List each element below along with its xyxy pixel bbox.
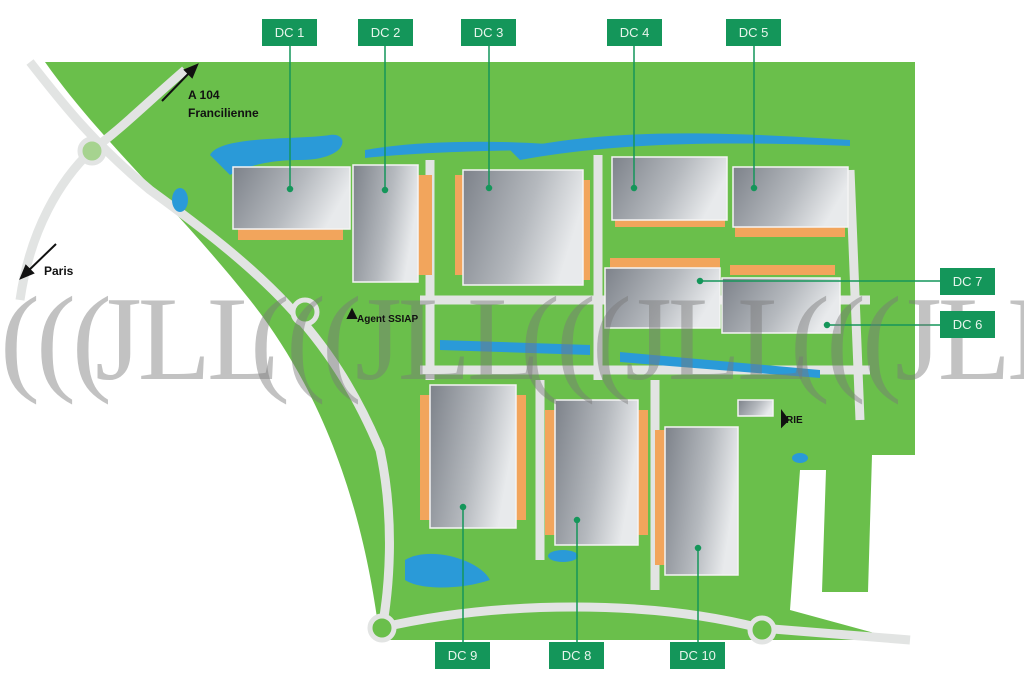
tag-dc7[interactable]: DC 7: [940, 268, 995, 295]
jll-watermark: (((: [250, 272, 362, 405]
rie-label: RIE: [786, 415, 803, 426]
leader-lines: [286, 46, 940, 642]
roundabout: [747, 615, 777, 645]
water-features: [172, 133, 850, 588]
francilienne-label: Francilienne: [188, 106, 259, 120]
jll-watermark: JLL: [95, 272, 280, 405]
jll-watermark: (((: [790, 272, 902, 405]
building-dc9: [429, 384, 517, 529]
tag-dc6[interactable]: DC 6: [940, 311, 995, 338]
building-dc8: [554, 399, 639, 546]
building-dc3: [462, 169, 584, 286]
building-dc10: [664, 426, 739, 576]
tag-dc4[interactable]: DC 4: [607, 19, 662, 46]
direction-arrows: [19, 63, 790, 429]
roundabout: [367, 613, 397, 643]
warehouse-roofs: [232, 156, 849, 576]
building-dc4: [611, 156, 728, 221]
tag-dc10[interactable]: DC 10: [670, 642, 725, 669]
paris-label: Paris: [44, 264, 74, 278]
tag-dc1[interactable]: DC 1: [262, 19, 317, 46]
building-rie: [737, 399, 774, 417]
tag-dc3[interactable]: DC 3: [461, 19, 516, 46]
tag-dc2[interactable]: DC 2: [358, 19, 413, 46]
tag-dc5[interactable]: DC 5: [726, 19, 781, 46]
agent-ssiap-label: Agent SSIAP: [357, 314, 419, 325]
building-dc6: [721, 277, 841, 334]
building-dc1: [232, 166, 351, 230]
jll-watermark: (((: [520, 272, 632, 405]
a104-label: A 104: [188, 88, 220, 102]
jll-watermark: (((: [0, 272, 112, 405]
roundabout: [290, 297, 320, 327]
tag-dc9[interactable]: DC 9: [435, 642, 490, 669]
tag-dc8[interactable]: DC 8: [549, 642, 604, 669]
roundabout: [77, 136, 107, 166]
jll-watermark: JLL: [625, 272, 810, 405]
jll-watermark: JLL: [355, 272, 540, 405]
building-dc5: [732, 166, 849, 228]
